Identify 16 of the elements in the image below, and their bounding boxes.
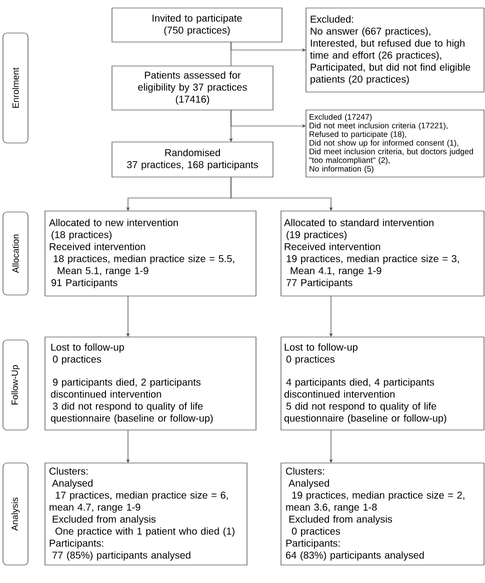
exclusion-box: Excluded (17247) Did not meet inclusion criteria (17221), Refused to participate (18), Did not show up for informed consent (1), Did meet inclusion criteria, but doctors judged "too malcompliant" (2), No information (5)	[306, 110, 484, 178]
stage-label: Follow-Up	[2, 340, 28, 430]
exclusion-box: Allocated to new intervention (18 practices) Received intervention 18 practices, median practice size = 5.5, Mean 5.1, range 1-9 91 Participants	[44, 210, 256, 296]
process-box: Randomised 37 practices, 168 participants	[112, 142, 274, 178]
stage-label: Analysis	[2, 462, 28, 566]
exclusion-box: Lost to follow-up 0 practices 9 participants died, 2 participants discontinued intervention 3 did not respond to quality of life questionnaire (baseline or follow-up)	[44, 336, 256, 430]
stage-label: Enrolment	[2, 32, 28, 144]
process-box: Invited to participate (750 practices)	[112, 8, 282, 42]
exclusion-box: Lost to follow-up 0 practices 4 participants died, 4 participants discontinued intervention 5 did not respond to quality of life questionnaire (baseline or follow-up)	[280, 336, 484, 430]
exclusion-box: Clusters: Analysed 19 practices, median practice size = 2, mean 3.6, range 1-8 Excluded from analysis 0 practices Participants: 64 (83%) participants analysed	[280, 462, 484, 566]
arrow	[230, 176, 333, 211]
exclusion-box: Clusters: Analysed 17 practices, median practice size = 6, mean 4.7, range 1-9 Excluded from analysis One practice with 1 patient who died (1) Participants: 77 (85%) participants analysed	[44, 462, 248, 566]
stage-label: Allocation	[2, 212, 28, 296]
exclusion-box: Allocated to standard intervention (19 practices) Received intervention 19 practices, median practice size = 3, Mean 4.1, range 1-9 77 Participants	[280, 210, 484, 296]
exclusion-box: Excluded: No answer (667 practices), Interested, but refused due to high time and effort (26 practices), Participated, but did not find eligible patients (20 practices)	[306, 8, 484, 92]
process-box: Patients assessed for eligibility by 37 practices (17416)	[112, 66, 274, 110]
